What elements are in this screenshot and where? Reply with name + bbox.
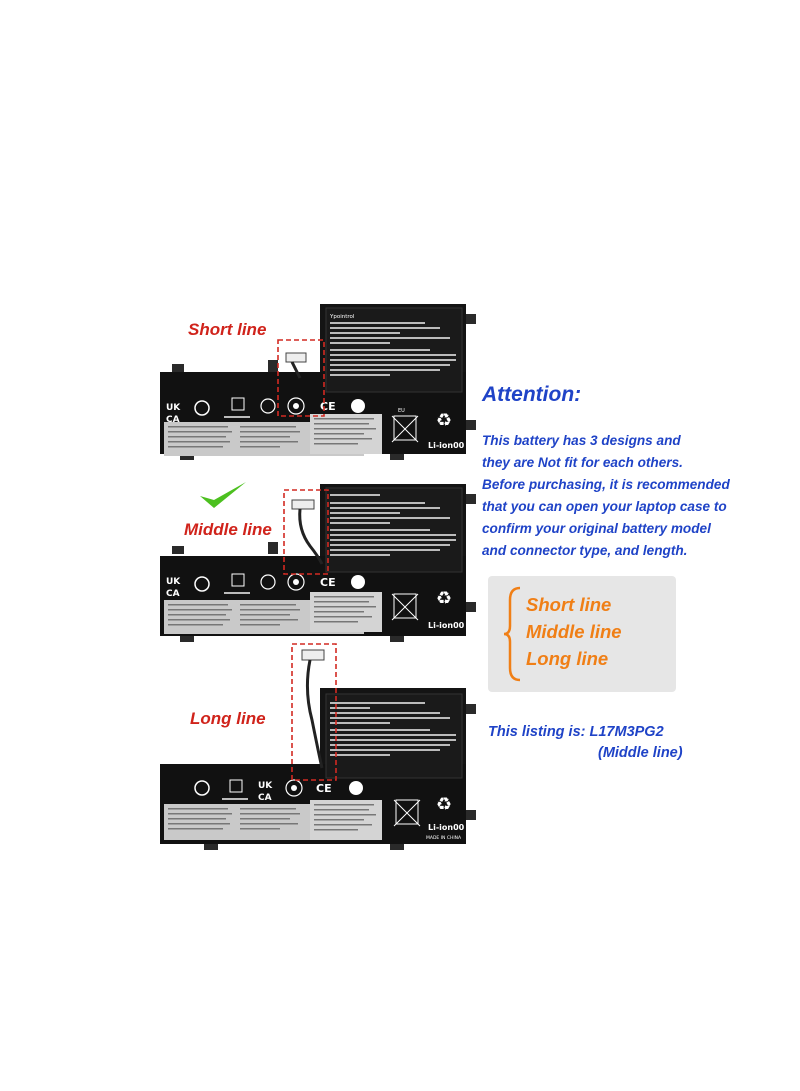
battery-short-line-image: Ypointrol UK CA CE	[160, 304, 476, 460]
long-line-label: Long line	[190, 709, 266, 728]
svg-text:EU: EU	[398, 408, 405, 414]
svg-text:Li-ion00: Li-ion00	[428, 441, 465, 450]
svg-text:CA: CA	[166, 589, 180, 599]
svg-text:♻: ♻	[436, 410, 452, 431]
attention-line: they are Not fit for each others.	[482, 455, 683, 470]
brace-icon	[503, 586, 521, 682]
listing-variant: (Middle line)	[598, 745, 683, 761]
svg-text:♻: ♻	[436, 794, 452, 815]
brand-text: Ypointrol	[329, 314, 355, 320]
battery-long-line-image: UK CA CE ♻ Li-ion00 MADE IN CHINA	[160, 643, 476, 850]
short-line-label: Short line	[188, 320, 267, 339]
line-type-long: Long line	[526, 648, 609, 669]
listing-model: This listing is: L17M3PG2	[488, 724, 664, 740]
line-types-box: Short line Middle line Long line	[488, 576, 676, 692]
middle-line-label: Middle line	[184, 520, 272, 539]
attention-line: This battery has 3 designs and	[482, 433, 681, 448]
line-type-middle: Middle line	[526, 621, 622, 642]
svg-text:UK: UK	[258, 781, 273, 791]
svg-text:Li-ion00: Li-ion00	[428, 823, 465, 832]
attention-line: confirm your original battery model	[482, 521, 711, 536]
svg-text:MADE IN CHINA: MADE IN CHINA	[426, 835, 462, 841]
svg-text:CE: CE	[316, 782, 332, 795]
attention-body: This battery has 3 designs and they are …	[482, 430, 782, 562]
svg-text:CE: CE	[320, 576, 336, 589]
svg-text:Li-ion00: Li-ion00	[428, 621, 465, 630]
svg-text:CA: CA	[258, 793, 272, 803]
svg-text:CA: CA	[166, 415, 180, 425]
attention-title: Attention:	[482, 383, 582, 406]
svg-text:UK: UK	[166, 403, 181, 413]
check-icon	[200, 482, 246, 508]
line-type-short: Short line	[526, 594, 612, 615]
attention-line: Before purchasing, it is recommended	[482, 477, 730, 492]
attention-line: that you can open your laptop case to	[482, 499, 727, 514]
svg-text:CE: CE	[320, 400, 336, 413]
attention-line: and connector type, and length.	[482, 543, 688, 558]
battery-middle-line: UK CA CE ♻ Li-ion00	[160, 480, 480, 645]
battery-long-line: UK CA CE ♻ Li-ion00 MADE IN CHINA	[160, 640, 480, 855]
svg-text:UK: UK	[166, 577, 181, 587]
battery-short-line: Ypointrol UK CA CE	[160, 300, 480, 460]
svg-text:♻: ♻	[436, 588, 452, 609]
battery-middle-line-image: UK CA CE ♻ Li-ion00	[160, 484, 476, 642]
